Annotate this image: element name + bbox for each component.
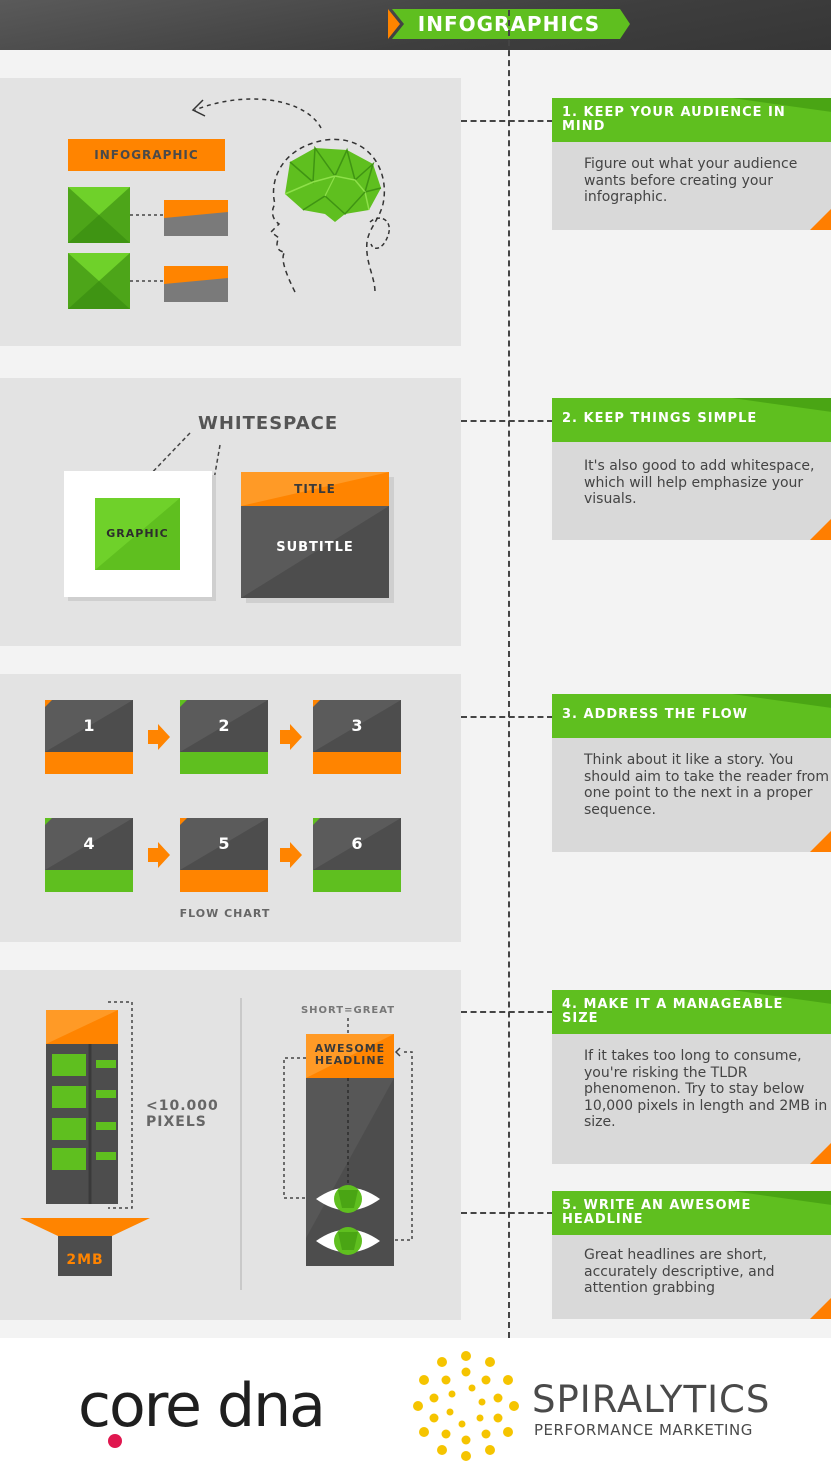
step-title: 4. MAKE IT A MANAGEABLE SIZE [562, 997, 784, 1026]
coredna-logo-dot [108, 1434, 122, 1448]
subtitle-label: SUBTITLE [276, 540, 354, 555]
headline-label-line2: HEADLINE [314, 1054, 386, 1067]
step-title: 5. WRITE AN AWESOME HEADLINE [562, 1198, 752, 1227]
flow-box-6: 6 [351, 834, 363, 853]
flow-box-1: 1 [83, 716, 95, 735]
file-size-label: 2MB [66, 1252, 104, 1268]
step-card-header [552, 1191, 831, 1235]
step-card-header [552, 990, 831, 1034]
headline-label-line1: AWESOME [314, 1042, 386, 1055]
header-tab [388, 9, 630, 39]
flow-chart-caption: FLOW CHART [179, 907, 271, 920]
connector-step-4 [461, 1011, 553, 1013]
step-body: It's also good to add whitespace, which … [584, 458, 815, 507]
card-corner-accent [810, 1297, 831, 1319]
card-corner-accent [810, 208, 831, 230]
long-page-icon [20, 1001, 150, 1276]
connector-step-5 [461, 1212, 553, 1214]
spiralytics-tagline: PERFORMANCE MARKETING [534, 1421, 753, 1439]
step-card-4: 4. MAKE IT A MANAGEABLE SIZE If it takes… [552, 990, 831, 1164]
flow-chart-diagram [45, 700, 401, 892]
flow-box-5: 5 [218, 834, 230, 853]
headline-page-icon [283, 1018, 413, 1266]
spiralytics-logo-text: SPIRALYTICS [532, 1378, 771, 1421]
layout-diagram [64, 432, 394, 603]
flow-box-4: 4 [83, 834, 95, 853]
content-blocks-diagram [68, 187, 228, 309]
whitespace-label: WHITESPACE [198, 413, 339, 434]
connector-step-1 [461, 120, 553, 122]
card-corner-accent [810, 518, 831, 540]
step-title: 2. KEEP THINGS SIMPLE [562, 411, 758, 426]
step-title: 1. KEEP YOUR AUDIENCE IN MIND [562, 105, 786, 134]
step-body: Great headlines are short, accurately de… [584, 1247, 775, 1296]
step-card-5: 5. WRITE AN AWESOME HEADLINE Great headl… [552, 1191, 831, 1319]
card-corner-accent [810, 1142, 831, 1164]
title-label: TITLE [294, 482, 336, 496]
step-card-header [552, 98, 831, 142]
pixels-limit-line1: <10.000 [146, 1098, 219, 1114]
pixels-limit-line2: PIXELS [146, 1114, 207, 1130]
infographic-bar [68, 139, 225, 171]
infographic-label: INFOGRAPHIC [94, 148, 199, 162]
flow-box-2: 2 [218, 716, 230, 735]
panel-separator [240, 998, 242, 1290]
step-card-2: 2. KEEP THINGS SIMPLE It's also good to … [552, 398, 831, 540]
step-body: Think about it like a story. You should … [584, 752, 829, 818]
step-card-3: 3. ADDRESS THE FLOW Think about it like … [552, 694, 831, 852]
graphic-label: GRAPHIC [106, 527, 169, 540]
coredna-logo: core dna [78, 1371, 326, 1441]
connector-step-2 [461, 420, 553, 422]
spiralytics-sun-icon [413, 1351, 519, 1461]
flow-box-3: 3 [351, 716, 363, 735]
head-brain-icon [191, 98, 391, 293]
card-corner-accent [810, 830, 831, 852]
step-title: 3. ADDRESS THE FLOW [562, 707, 748, 722]
connector-step-3 [461, 716, 553, 718]
step-card-1: 1. KEEP YOUR AUDIENCE IN MIND Figure out… [552, 98, 831, 230]
divider-line [508, 0, 510, 1338]
step-body: If it takes too long to consume, you're … [584, 1048, 828, 1130]
step-body: Figure out what your audience wants befo… [584, 156, 798, 205]
step-card-header [552, 398, 831, 442]
short-great-label: SHORT=GREAT [300, 1005, 396, 1016]
step-card-header [552, 694, 831, 738]
